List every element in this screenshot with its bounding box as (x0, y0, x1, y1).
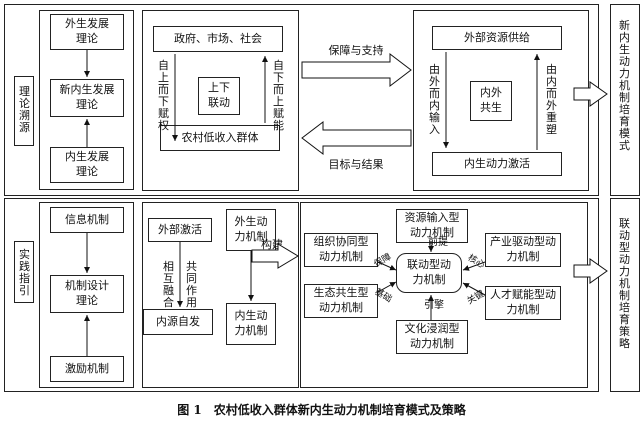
new-endogenous-theory-box: 新内生发展理论 (50, 79, 124, 117)
talent-empower-mechanism-box: 人才赋能型动力机制 (485, 286, 561, 320)
org-coordination-mechanism-box: 组织协同型动力机制 (304, 233, 378, 267)
top-side-label: 理论溯源 (19, 85, 30, 134)
endogenous-activation-box: 内生动力激活 (432, 152, 562, 176)
information-mechanism-box: 信息机制 (50, 207, 124, 233)
incentive-mechanism-box: 激励机制 (50, 356, 124, 382)
bottom-side-label: 实践指引 (19, 248, 30, 297)
top-side-label-box (14, 76, 34, 146)
linkage-center-box: 上下联动 (198, 77, 240, 115)
bottom-output-box (610, 198, 640, 392)
ecology-symbiosis-mechanism-box: 生态共生型动力机制 (304, 284, 378, 318)
bottom-side-label-box (14, 241, 34, 303)
gov-market-society-box: 政府、市场、社会 (153, 26, 283, 52)
external-supply-box: 外部资源供给 (432, 26, 562, 50)
outside-in-input-label: 由外而内输入 (429, 63, 440, 136)
guarantee-support-label: 保障与支持 (328, 44, 384, 57)
linkage-mechanism-strategy: 联动型动力机制培育策略 (619, 217, 630, 350)
premise-label: 前提 (428, 237, 448, 248)
endogenous-mechanism-box: 内生动力机制 (226, 303, 276, 345)
top-down-empower-label: 自上而下赋权 (158, 59, 169, 132)
industry-driven-mechanism-box: 产业驱动型动力机制 (485, 233, 561, 267)
resource-input-mechanism-box: 资源输入型动力机制 (396, 209, 468, 243)
engine-label: 引擎 (424, 300, 444, 311)
exogenous-mechanism-box: 外生动力机制 (226, 209, 276, 251)
joint-action-label: 共同作用 (186, 260, 197, 309)
construct-label: 构建 (261, 238, 283, 251)
external-activation-box: 外部激活 (148, 218, 212, 242)
endogenous-spontaneous-box: 内源自发 (143, 309, 213, 335)
goal-result-label: 目标与结果 (328, 158, 384, 171)
new-endogenous-mechanism-model: 新内生动力机制培育模式 (619, 19, 630, 152)
low-income-group-box: 农村低收入群体 (160, 125, 280, 151)
mutual-fusion-label: 相互融合 (163, 260, 174, 309)
linkage-mechanism-box: 联动型动力机制 (396, 253, 462, 293)
bottom-up-enable-label: 自下而上赋能 (273, 59, 284, 132)
inside-out-reshape-label: 由内而外重塑 (546, 63, 557, 136)
top-output-box (610, 4, 640, 196)
endogenous-theory-box: 内生发展理论 (50, 147, 124, 183)
symbiosis-center-box: 内外共生 (470, 81, 512, 121)
figure-caption: 图 1 农村低收入群体新内生动力机制培育模式及策略 (177, 403, 466, 417)
mechanism-design-box: 机制设计理论 (50, 275, 124, 313)
culture-immersion-mechanism-box: 文化浸润型动力机制 (396, 320, 468, 354)
exogenous-theory-box: 外生发展理论 (50, 14, 124, 50)
